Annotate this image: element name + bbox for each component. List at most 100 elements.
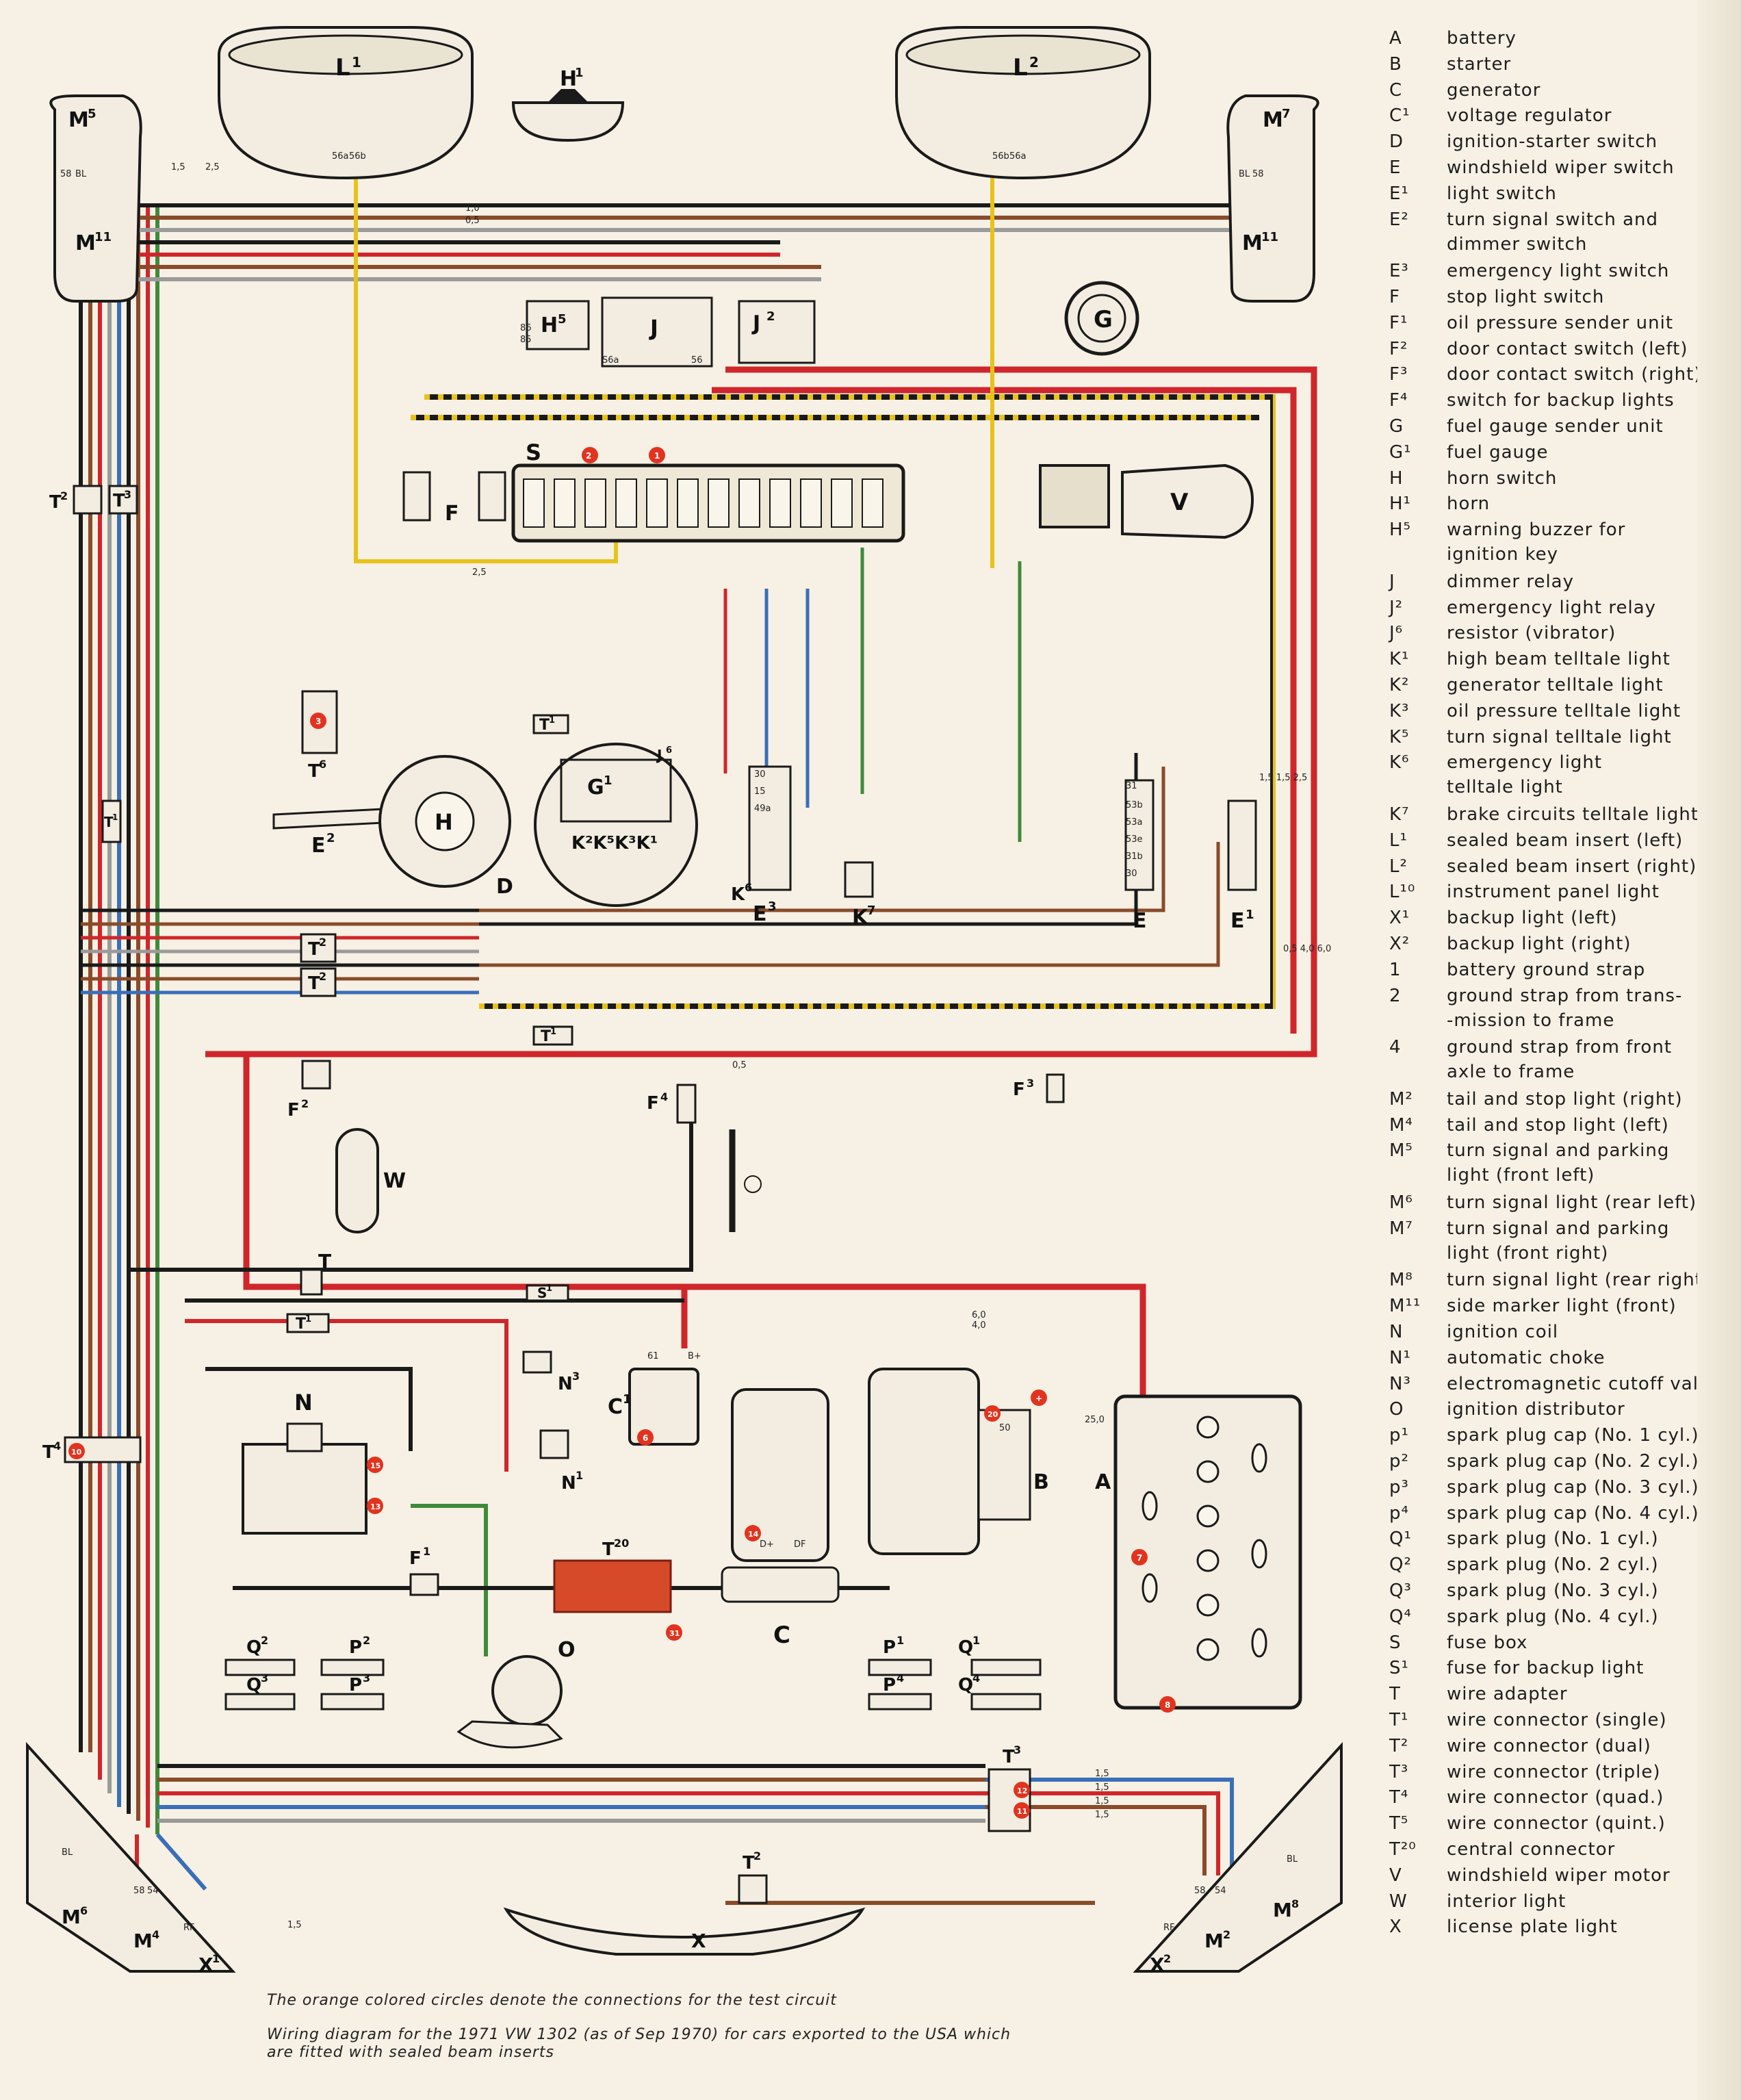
- test-points: 2 1 3 6 7 8 10 11 12 13 14 15 20 31 +: [68, 447, 1176, 1819]
- terminal: 56: [691, 355, 703, 366]
- label-c1-sup: 1: [623, 1392, 632, 1407]
- legend-code: C: [1389, 79, 1403, 101]
- label-m4: M: [133, 1930, 153, 1952]
- label-n3-sup: 3: [572, 1370, 580, 1383]
- label-m6: M: [62, 1906, 81, 1928]
- legend-description: turn signal and parking: [1447, 1140, 1670, 1162]
- test-point: 8: [1159, 1696, 1176, 1713]
- label-n1: N: [561, 1473, 576, 1494]
- terminal: 58: [1194, 1886, 1206, 1896]
- legend-description: turn signal light (rear left): [1447, 1192, 1697, 1213]
- legend-code: L¹⁰: [1389, 882, 1416, 903]
- label-c1: C: [608, 1395, 623, 1419]
- label-m2-sup: 2: [1223, 1928, 1230, 1941]
- harness-striped: [411, 394, 1276, 1009]
- legend-description: tail and stop light (left): [1447, 1114, 1669, 1136]
- ground-strap-2: [729, 1129, 762, 1232]
- legend-description: switch for backup lights: [1447, 390, 1675, 411]
- brake-telltale-k7: K 7: [844, 861, 876, 930]
- legend-description: ignition coil: [1447, 1322, 1559, 1342]
- legend-code: E¹: [1389, 183, 1409, 204]
- label-e2: E: [311, 834, 326, 858]
- label-f4-sup: 4: [660, 1090, 668, 1103]
- legend-description: turn signal and parking: [1447, 1218, 1670, 1239]
- front-right-lamp-m7: M 7 M 11: [1226, 94, 1319, 303]
- svg-text:8: 8: [1165, 1700, 1170, 1710]
- legend-code: X: [1389, 1917, 1402, 1938]
- label-j6: J: [656, 747, 662, 763]
- label-l1-sup: 1: [352, 54, 361, 71]
- legend-description: license plate light: [1447, 1917, 1618, 1938]
- label-t4: T: [42, 1442, 55, 1463]
- battery-a: A: [1095, 1394, 1302, 1710]
- legend-code: J⁶: [1389, 623, 1404, 644]
- oil-pressure-sender-f1: F 1: [409, 1545, 439, 1596]
- light-switch-e1: E 1: [1227, 799, 1257, 933]
- legend-description: fuel gauge sender unit: [1447, 416, 1664, 437]
- legend-description-cont: ignition key: [1447, 544, 1559, 565]
- legend-code: G: [1389, 416, 1404, 437]
- legend-description: windshield wiper motor: [1447, 1865, 1671, 1886]
- legend-description: emergency light: [1447, 752, 1603, 773]
- legend-description: generator: [1447, 79, 1541, 101]
- legend-description: resistor (vibrator): [1447, 623, 1616, 644]
- legend-description: spark plug cap (No. 1 cyl.): [1447, 1425, 1699, 1446]
- label-t1-c-sup: 1: [112, 812, 118, 822]
- legend-description: spark plug (No. 3 cyl.): [1447, 1580, 1659, 1601]
- legend-code: p¹: [1389, 1425, 1409, 1446]
- label-m4-sup: 4: [152, 1928, 159, 1941]
- legend-description: electromagnetic cutoff valve: [1447, 1373, 1722, 1394]
- label-j: J: [649, 315, 658, 341]
- wiper-switch-e: E: [1124, 779, 1155, 933]
- label-x1: X: [198, 1954, 214, 1976]
- terminal: B+: [688, 1351, 701, 1361]
- legend-code: F²: [1389, 338, 1408, 359]
- legend-code: 1: [1389, 959, 1402, 980]
- horn-h1: H 1: [511, 66, 625, 142]
- test-point: 1: [649, 447, 665, 463]
- label-t2-rear-sup: 2: [753, 1849, 761, 1862]
- label-k7: K: [852, 906, 869, 930]
- legend-code: D: [1389, 131, 1404, 153]
- label-q1: Q: [958, 1637, 973, 1658]
- legend-code: S¹: [1389, 1658, 1409, 1679]
- label-f4: F: [647, 1093, 659, 1114]
- label-m11-right-sup: 11: [1261, 230, 1278, 244]
- label-f1: F: [409, 1548, 422, 1569]
- legend-description-cont: telltale light: [1447, 777, 1563, 798]
- legend-description: horn: [1447, 494, 1491, 515]
- label-j2: J: [751, 311, 760, 335]
- wire-gauge: 0,5: [465, 216, 480, 226]
- legend-description: interior light: [1447, 1891, 1566, 1912]
- terminal: 50: [999, 1423, 1011, 1433]
- legend-description: central connector: [1447, 1839, 1616, 1860]
- legend-code: T²⁰: [1389, 1839, 1417, 1860]
- label-m2: M: [1204, 1930, 1224, 1952]
- label-t1-a-sup: 1: [549, 715, 555, 726]
- legend-code: M⁴: [1389, 1114, 1413, 1136]
- legend-code: p²: [1389, 1451, 1409, 1472]
- label-k6: K: [731, 884, 745, 905]
- connector-t2-rear: T 2: [738, 1849, 768, 1904]
- legend-description-cont: dimmer switch: [1447, 233, 1588, 255]
- legend-code: F: [1389, 287, 1400, 307]
- legend-code: M⁶: [1389, 1192, 1413, 1213]
- legend-description: door contact switch (right): [1447, 364, 1702, 385]
- terminal: 85: [520, 335, 532, 345]
- legend-description: wire connector (quint.): [1447, 1813, 1666, 1834]
- legend-code: L¹: [1389, 830, 1408, 851]
- legend-description: generator telltale light: [1447, 675, 1664, 695]
- label-t2-left-sup: 2: [60, 489, 68, 502]
- terminal: 61: [647, 1351, 659, 1361]
- legend-code: Q⁴: [1389, 1606, 1412, 1627]
- legend-code: B: [1389, 53, 1402, 75]
- starter-b: B: [868, 1368, 1049, 1555]
- fuse-box-s: S: [511, 439, 905, 543]
- label-m8-sup: 8: [1291, 1897, 1299, 1910]
- label-q4: Q: [958, 1675, 973, 1695]
- label-g1-sup: 1: [604, 773, 612, 788]
- legend-code: T⁵: [1389, 1813, 1409, 1834]
- legend-description: horn switch: [1447, 468, 1558, 489]
- voltage-regulator-c1: C 1: [608, 1368, 699, 1446]
- svg-text:1: 1: [654, 451, 660, 461]
